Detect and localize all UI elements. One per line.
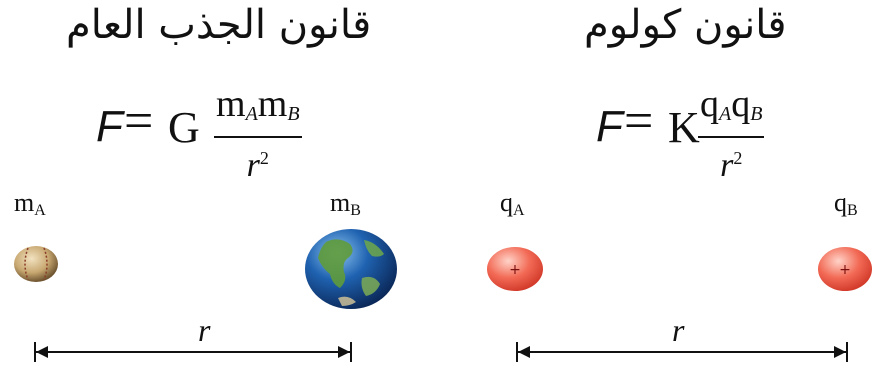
gravity-distance-arrow	[34, 340, 352, 364]
coulomb-arrow-right-tick	[846, 342, 848, 362]
gravity-force-symbol: F	[96, 102, 123, 151]
gravity-law-title: قانون الجذب العام	[66, 2, 372, 48]
charge-b-label: qB	[834, 188, 858, 220]
positive-charge-b-icon: +	[818, 247, 872, 291]
gravity-distance-label: r	[198, 312, 211, 348]
charge-b-label-sub: B	[847, 202, 858, 219]
charge-a-label: qA	[500, 188, 525, 220]
coulomb-arrow-line	[518, 351, 846, 353]
mass-a-symbol: m	[216, 83, 246, 125]
charge-a-label-sub: A	[513, 202, 525, 219]
gravity-equals-sign: =	[124, 93, 154, 150]
gravity-arrow-right-tick	[350, 342, 352, 362]
gravity-fraction-bar	[214, 136, 302, 138]
coulomb-fraction-bar	[698, 136, 765, 138]
mass-a-label-sub: A	[34, 202, 46, 219]
coulomb-arrow-left-tick	[516, 342, 518, 362]
charge-b-symbol: q	[731, 83, 751, 125]
coulomb-equals-sign: =	[624, 93, 654, 150]
gravity-numerator: mAmB	[214, 84, 302, 134]
coulomb-numerator: qAqB	[698, 84, 764, 134]
coulomb-distance-symbol: r	[720, 147, 734, 184]
mass-a-label-text: m	[14, 188, 35, 217]
charge-a-symbol: q	[700, 83, 719, 125]
gravity-denominator: r2	[214, 140, 302, 184]
mass-a-subscript: A	[245, 103, 258, 125]
coulomb-arrow-right-head	[834, 346, 846, 358]
mass-b-label-text: m	[330, 188, 351, 217]
gravity-arrow-left-head	[36, 346, 48, 358]
coulomb-distance-arrow	[516, 340, 848, 364]
mass-a-label: mA	[14, 188, 46, 220]
mass-b-label-sub: B	[350, 202, 361, 219]
charge-a-label-text: q	[500, 188, 513, 217]
coulomb-fraction: qAqB r2	[698, 84, 765, 184]
positive-charge-a-icon: +	[487, 247, 543, 291]
gravity-arrow-line	[36, 351, 350, 353]
gravity-constant: G	[168, 103, 200, 152]
coulomb-law-title: قانون كولوم	[584, 2, 787, 48]
charge-b-subscript: B	[750, 103, 763, 125]
gravity-formula: F = G mAmB r2	[96, 82, 336, 184]
gravity-arrow-right-head	[338, 346, 350, 358]
distance-symbol: r	[246, 147, 260, 184]
charge-b-label-text: q	[834, 188, 847, 217]
coulomb-distance-exponent: 2	[733, 148, 743, 168]
distance-exponent: 2	[259, 148, 269, 168]
coulomb-distance-label: r	[672, 312, 685, 348]
charge-a-sign: +	[509, 262, 521, 278]
gravity-arrow-left-tick	[34, 342, 36, 362]
mass-b-symbol: m	[257, 83, 288, 125]
mass-b-label: mB	[330, 188, 361, 220]
earth-globe-icon	[305, 229, 397, 309]
mass-b-subscript: B	[287, 103, 300, 125]
gravity-fraction: mAmB r2	[214, 84, 302, 184]
coulomb-constant: K	[668, 103, 700, 152]
baseball-icon	[14, 246, 58, 282]
charge-a-subscript: A	[719, 103, 732, 125]
coulomb-force-symbol: F	[596, 102, 623, 151]
coulomb-denominator: r2	[698, 140, 764, 184]
coulomb-arrow-left-head	[518, 346, 530, 358]
charge-b-sign: +	[839, 262, 851, 278]
coulomb-formula: F = K qAqB r2	[596, 82, 796, 184]
